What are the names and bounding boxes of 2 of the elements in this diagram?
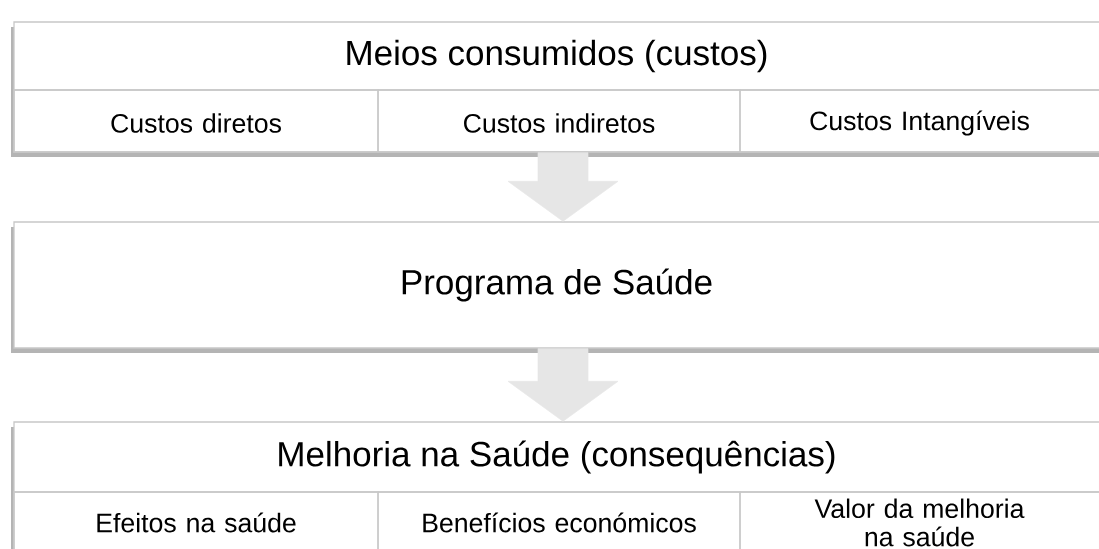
block-arrow: [507, 152, 619, 222]
block-arrow: [507, 348, 619, 422]
